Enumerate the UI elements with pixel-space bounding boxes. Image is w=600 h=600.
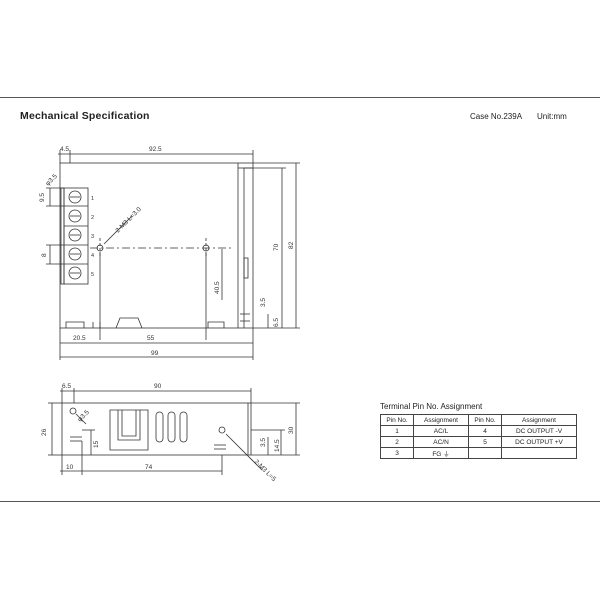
terminal-block [63,187,89,285]
dim-side-14-5: 14.5 [274,439,281,452]
dim-side-30: 30 [288,426,295,434]
header-pin-no-1: Pin No. [380,414,414,426]
dim-top-phi: φ3.5 [44,173,59,188]
cell: DC OUTPUT +V [501,436,577,448]
dim-top-20-5: 20.5 [73,335,86,342]
table-row: 2 AC/N 5 DC OUTPUT +V [380,436,577,448]
dim-top-9-5: 9.5 [39,193,46,202]
dim-side-90: 90 [154,383,162,390]
top-hole-note: 2-M3 L=3.0 [114,206,143,235]
dim-top-70: 70 [273,243,280,251]
terminal-screws [68,190,82,280]
side-hole-note: 2-M3 L=5 [253,458,278,483]
cell: AC/N [413,436,469,448]
terminal-number-3: 3 [91,234,94,240]
dim-top-92-5: 92.5 [149,146,162,153]
dim-top-3-5: 3.5 [260,298,267,307]
cell: FG ⏚ [413,447,469,459]
terminal-number-5: 5 [91,272,94,278]
header-assignment-2: Assignment [501,414,577,426]
cell: 3 [380,447,414,459]
terminal-number-4: 4 [91,253,94,259]
terminal-number-1: 1 [91,196,94,202]
dim-side-3-5: 3.5 [260,438,267,447]
cell [501,447,577,459]
dim-top-4-5: 4.5 [60,146,69,153]
side-view-body [61,402,252,456]
cell [468,447,502,459]
cell: 5 [468,436,502,448]
dim-top-6-5: 6.5 [273,318,280,327]
dim-top-40-5: 40.5 [214,281,221,294]
bottom-border-line [0,501,600,502]
cell: 1 [380,425,414,437]
dim-top-55: 55 [147,335,155,342]
cell: 4 [468,425,502,437]
cell: DC OUTPUT -V [501,425,577,437]
dim-top-8: 8 [41,253,48,257]
unit-label: Unit:mm [537,112,567,121]
page-title: Mechanical Specification [20,110,150,122]
dim-side-74: 74 [145,464,153,471]
cell: 2 [380,436,414,448]
header-pin-no-2: Pin No. [468,414,502,426]
terminal-number-2: 2 [91,215,94,221]
terminal-table-title: Terminal Pin No. Assignment [380,402,483,411]
dim-side-15: 15 [93,440,100,448]
table-row: 1 AC/L 4 DC OUTPUT -V [380,425,577,437]
dim-top-99: 99 [151,350,159,357]
dim-side-6-5: 6.5 [62,383,71,390]
case-number: Case No.239A [470,112,523,121]
dim-top-82: 82 [288,241,295,249]
top-border-line [0,97,600,98]
top-view-body [59,162,254,329]
cell: AC/L [413,425,469,437]
terminal-pin-table: Pin No. Assignment Pin No. Assignment 1 … [380,414,577,459]
dim-side-26: 26 [41,428,48,436]
dim-side-10: 10 [66,464,74,471]
table-header-row: Pin No. Assignment Pin No. Assignment [380,414,577,426]
header-assignment-1: Assignment [413,414,469,426]
table-row: 3 FG ⏚ [380,447,577,459]
